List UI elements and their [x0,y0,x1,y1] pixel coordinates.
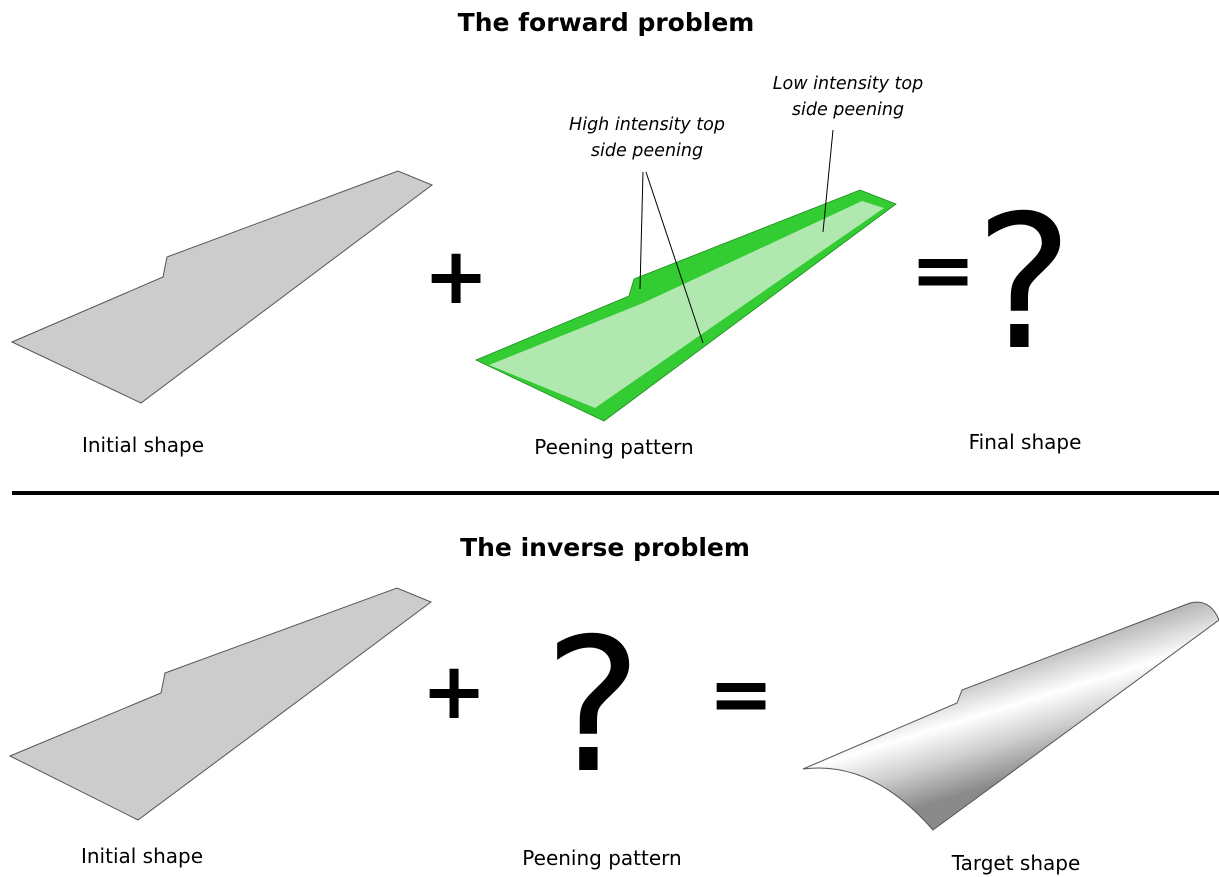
forward-initial-wing-plate [10,170,434,404]
low-intensity-note-line2: side peening [792,100,904,120]
forward-plus-sign: + [423,232,488,322]
low-intensity-note-line1: Low intensity top [773,74,923,94]
inverse-equals-sign: = [708,650,773,740]
inverse-title: The inverse problem [460,533,750,562]
forward-question-mark: ? [975,175,1073,391]
target-curved-wing [802,601,1219,831]
inverse-target-caption: Target shape [951,851,1081,875]
inverse-initial-wing-plate [8,587,433,821]
forward-pattern-caption: Peening pattern [534,435,693,459]
forward-equals-sign: = [910,226,975,316]
high-note-leader-right [645,171,704,344]
forward-title: The forward problem [458,8,755,37]
low-note-leader [822,129,834,233]
forward-initial-caption: Initial shape [82,433,204,457]
section-divider [12,491,1219,495]
high-note-leader-left [639,171,644,290]
high-intensity-note-line1: High intensity top [569,115,725,135]
forward-final-caption: Final shape [969,430,1082,454]
inverse-initial-caption: Initial shape [81,844,203,868]
peening-pattern-outline [475,189,897,422]
inverse-pattern-caption: Peening pattern [522,846,681,870]
low-intensity-region [489,201,884,408]
inverse-question-mark: ? [544,598,642,814]
high-intensity-note-line2: side peening [591,141,703,161]
inverse-plus-sign: + [421,647,486,737]
peening-pattern-plate [475,189,897,422]
